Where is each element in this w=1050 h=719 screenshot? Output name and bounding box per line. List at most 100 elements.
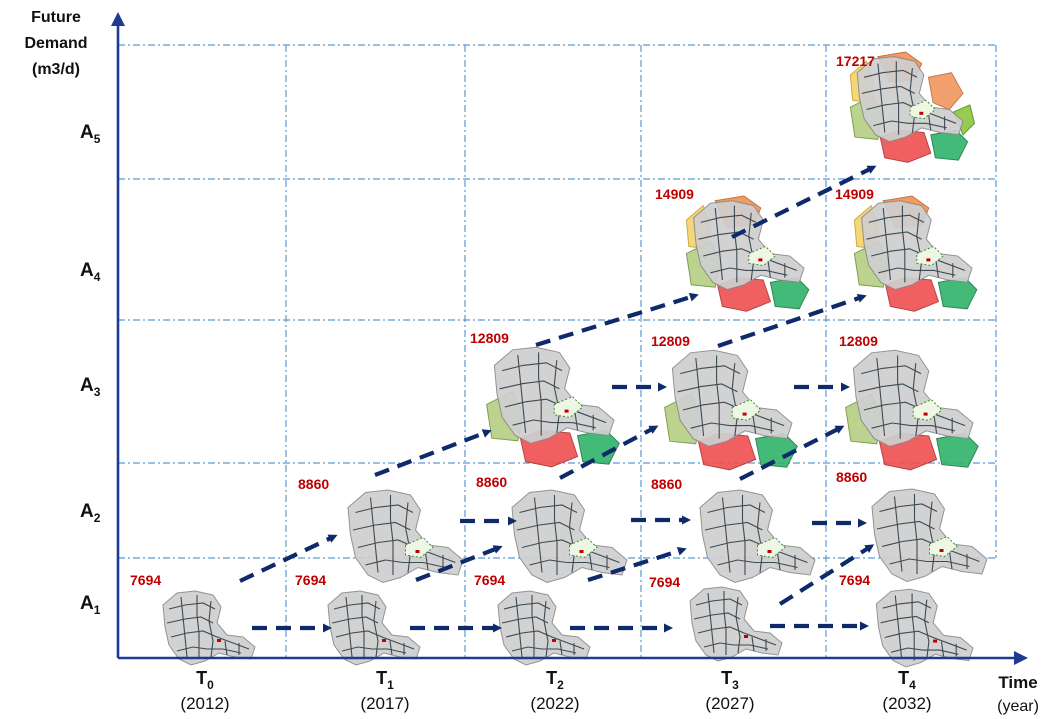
pipe-line: [515, 596, 523, 658]
demand-value-a2: 8860: [836, 469, 867, 485]
network-outline: [852, 349, 974, 447]
pipe-line: [710, 267, 788, 276]
network-outline: [699, 489, 816, 584]
pipe-line: [716, 355, 720, 439]
source-node: [552, 639, 556, 642]
zone-polygon: [927, 72, 964, 111]
demand-value-a1: 7694: [839, 572, 870, 588]
network-outline: [861, 200, 973, 291]
period-label-t3: T3: [721, 668, 739, 692]
pipe-line: [861, 85, 915, 94]
pipe-line: [909, 68, 916, 133]
pipe-line: [901, 205, 906, 283]
pipe-line: [873, 120, 948, 129]
transition-arrow: [415, 545, 503, 582]
period-year-t4: (2032): [882, 694, 931, 713]
network-map: [347, 489, 464, 584]
network-map: [486, 346, 620, 468]
level-label-a5: A5: [80, 122, 101, 146]
pipe-line: [677, 383, 738, 393]
pipe-line: [499, 380, 560, 390]
x-axis-title: Time (year): [997, 673, 1039, 715]
source-node: [933, 639, 938, 643]
y-axis-title-line: Future: [31, 9, 81, 26]
pipe-line: [208, 600, 214, 658]
pipe-line: [424, 552, 429, 571]
pipe-line: [502, 362, 563, 372]
pipe-line: [861, 365, 922, 375]
pipe-line: [751, 636, 755, 652]
pipe-line: [503, 602, 551, 610]
transition-arrow: [587, 546, 687, 583]
pipe-line: [168, 602, 216, 610]
pipe-line: [538, 352, 542, 436]
pipe-line: [863, 69, 918, 78]
source-node: [382, 639, 386, 642]
period-label-t2: T2: [546, 668, 564, 692]
expansion-zone: [916, 245, 944, 267]
pipe-line: [529, 559, 610, 569]
level-label-a4: A4: [80, 260, 101, 284]
pipe-line: [756, 502, 764, 573]
pipe-line: [858, 383, 919, 393]
network-map: [664, 349, 798, 471]
demand-value-a1: 7694: [295, 572, 326, 588]
pipe-line: [876, 357, 886, 437]
pipe-line: [553, 360, 560, 434]
network-map: [689, 586, 783, 662]
pipe-line: [703, 642, 769, 650]
demand-value-a5: 17217: [836, 53, 875, 69]
pipe-line: [895, 61, 900, 135]
demand-value-a3: 12809: [839, 333, 878, 349]
pipe-line: [698, 231, 754, 240]
network-outline: [871, 488, 988, 583]
network-outline: [875, 588, 974, 668]
pipe-line: [866, 231, 922, 240]
transition-arrow: [535, 292, 699, 348]
transition-arrow: [739, 425, 845, 481]
network-outline: [327, 590, 421, 666]
pipe-line: [880, 615, 930, 624]
pipe-line: [752, 415, 757, 434]
source-node: [923, 412, 928, 416]
pipe-line: [176, 646, 242, 654]
demand-value-a1: 7694: [649, 574, 680, 590]
x-period-labels: T0 (2012) T1 (2017) T2 (2022) T3 (2027) …: [180, 668, 931, 713]
source-node: [742, 412, 747, 416]
pipe-line: [389, 495, 394, 575]
pipe-line: [404, 502, 412, 573]
pipe-line: [748, 212, 755, 281]
expansion-zone: [748, 245, 776, 267]
demand-value-a4: 14909: [655, 186, 694, 202]
expansion-zone: [731, 399, 762, 421]
pipe-line: [871, 422, 955, 432]
expansion-zone: [569, 536, 598, 559]
expansion-zone: [405, 536, 434, 559]
pipe-line: [723, 591, 727, 655]
period-label-t4: T4: [898, 668, 916, 692]
pipe-line: [897, 355, 901, 439]
pipe-line: [776, 552, 781, 571]
network-outline: [493, 346, 615, 444]
level-label-a1: A1: [80, 593, 101, 617]
pipe-line: [568, 502, 576, 573]
pipe-line: [700, 214, 757, 223]
pipe-line: [927, 114, 932, 131]
source-node: [767, 550, 772, 553]
pipe-line: [369, 497, 379, 573]
pipe-line: [373, 600, 379, 658]
pipe-line: [893, 496, 903, 572]
x-axis-title-text: Time: [998, 673, 1037, 692]
source-node: [744, 635, 748, 638]
pipe-line: [352, 521, 411, 531]
transition-arrow: [717, 294, 867, 348]
pipe-line: [355, 504, 414, 514]
demand-value-a1: 7694: [130, 572, 161, 588]
demand-value-a3: 12809: [470, 330, 509, 346]
network-map: [849, 51, 976, 163]
pipe-line: [721, 497, 731, 573]
pipe-line: [924, 599, 930, 659]
source-node: [919, 111, 924, 115]
pipe-line: [511, 646, 577, 654]
